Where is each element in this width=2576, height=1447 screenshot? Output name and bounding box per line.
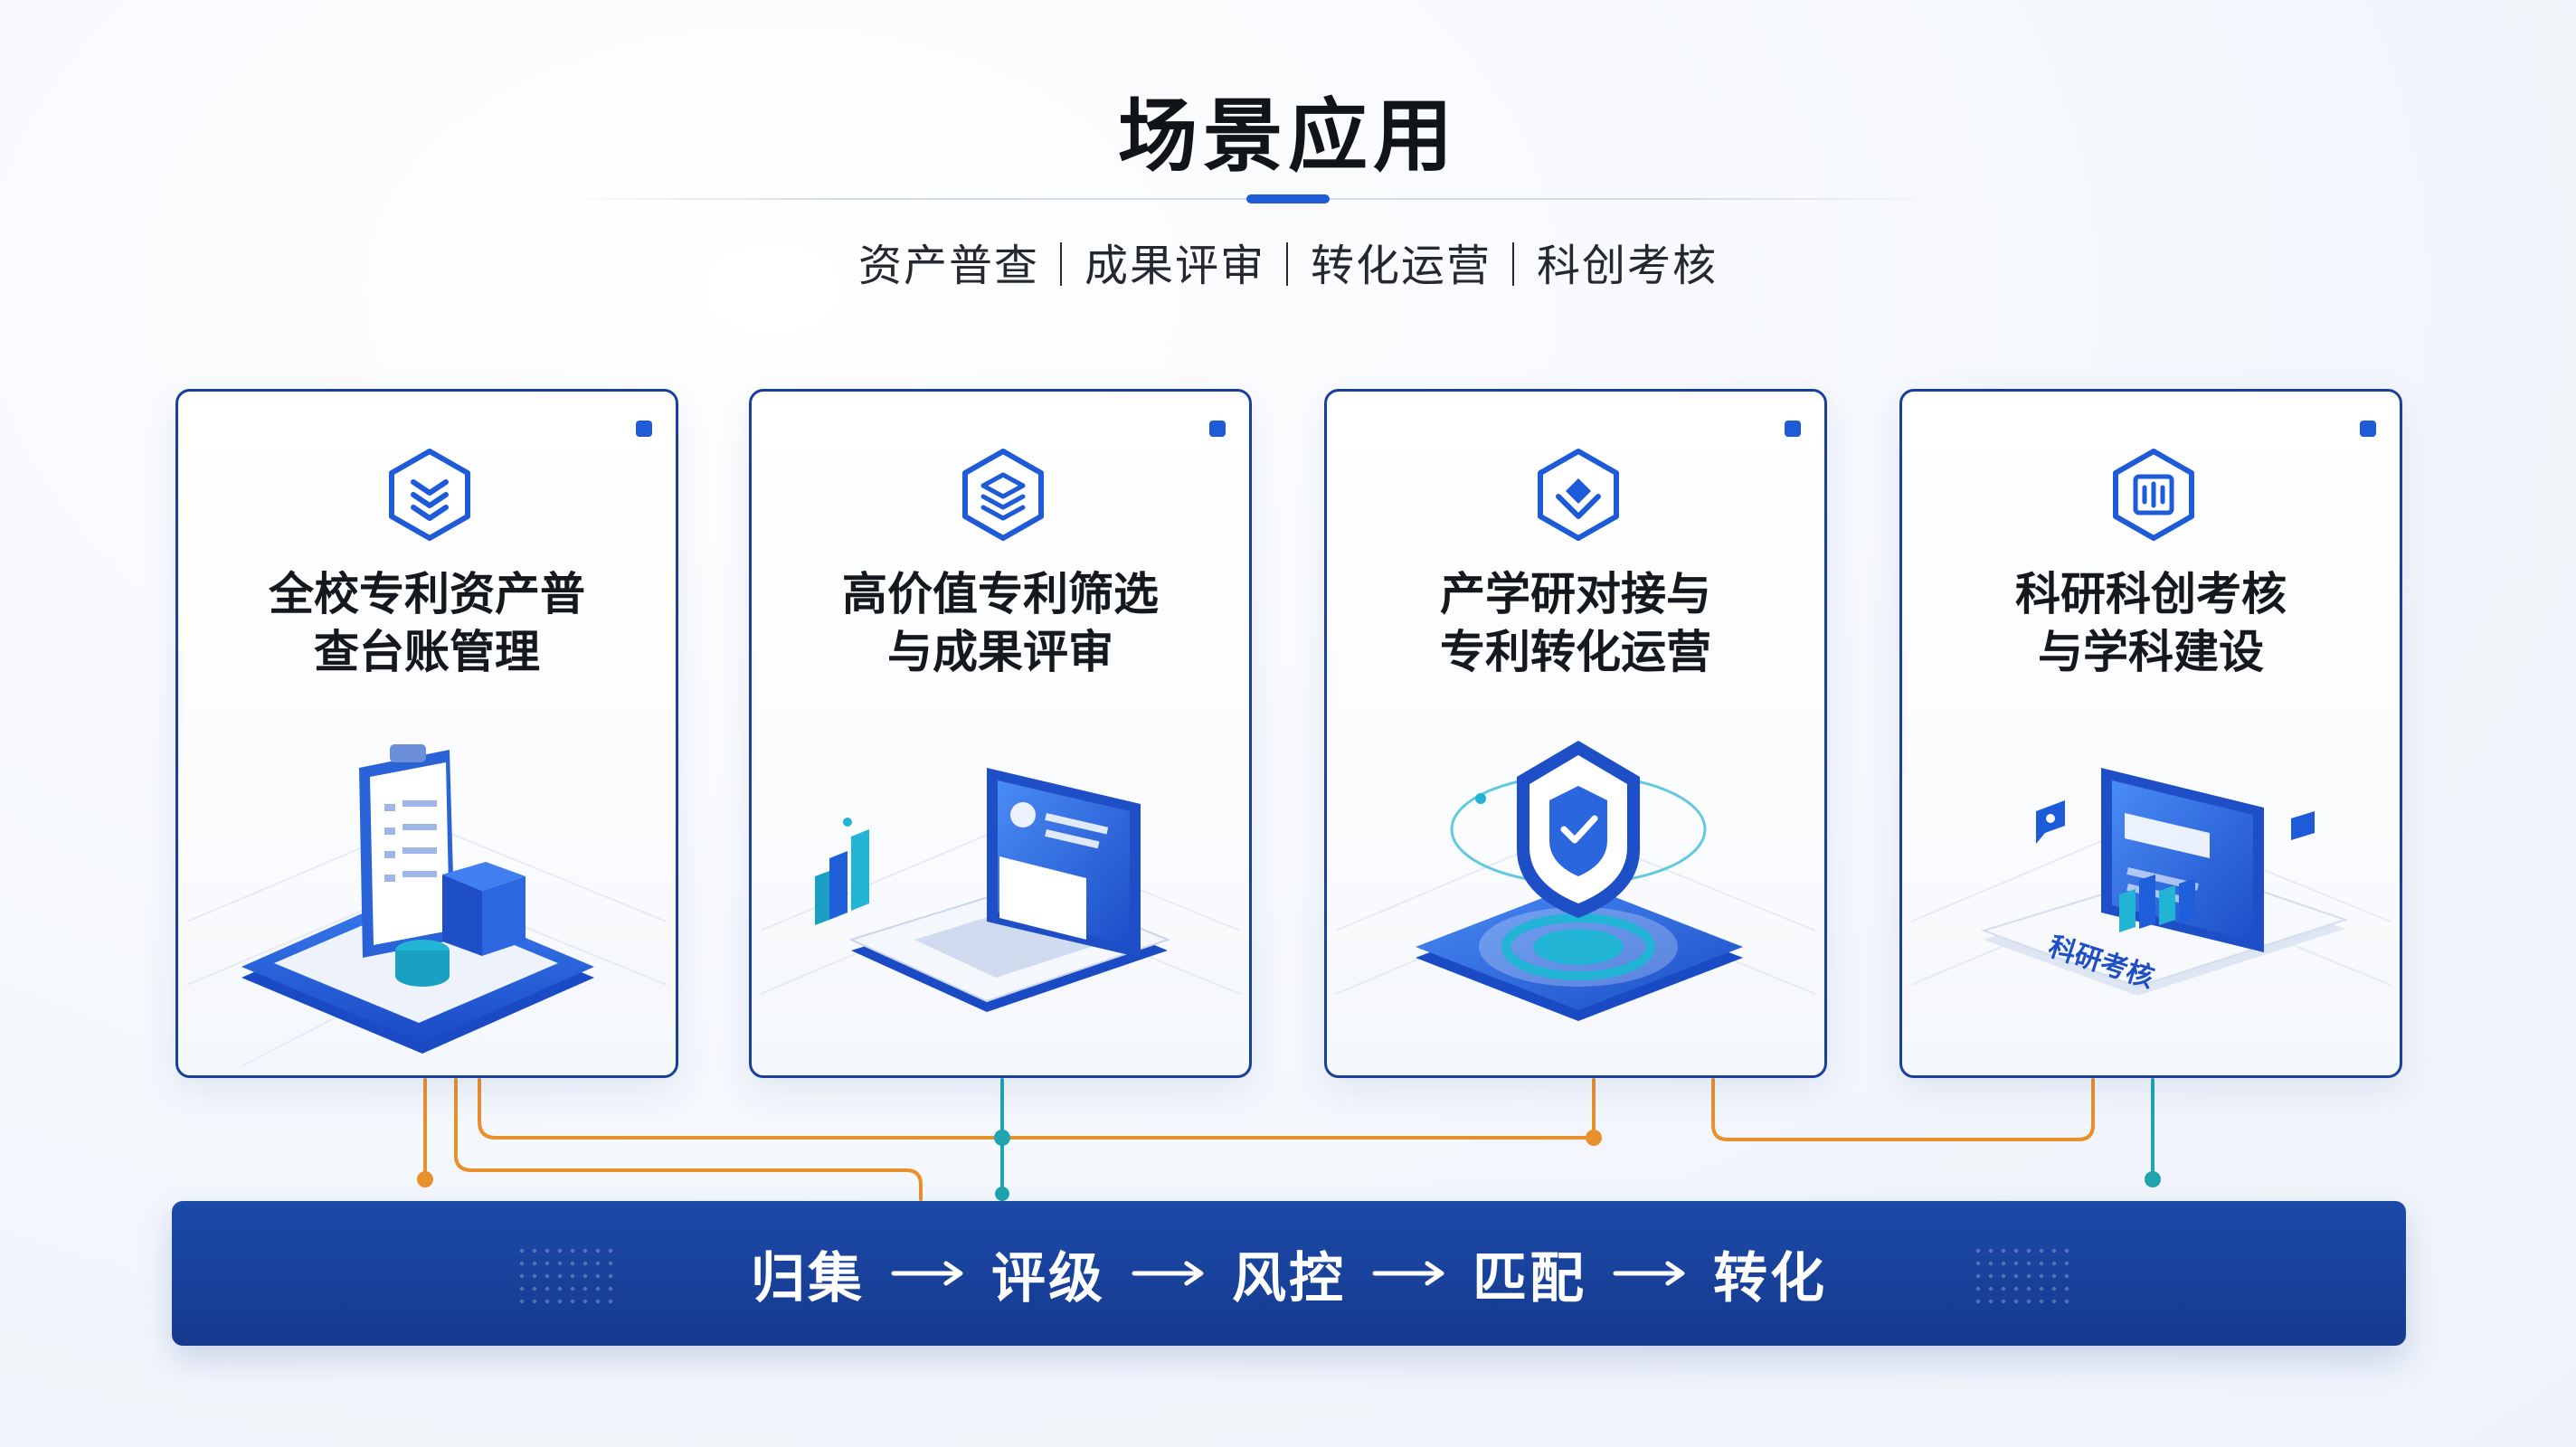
page-title: 场景应用 xyxy=(1117,90,1458,183)
layers-stack-icon xyxy=(389,449,470,541)
card-title: 高价值专利筛选 与成果评审 xyxy=(842,568,1159,678)
flow-step-match: 匹配 xyxy=(1473,1246,1586,1310)
card-corner-dot xyxy=(1209,421,1226,437)
flow-step-risk-control: 风控 xyxy=(1232,1246,1346,1310)
flow-step-collect: 归集 xyxy=(751,1246,865,1310)
card-corner-dot xyxy=(2360,421,2376,437)
connector-node xyxy=(2145,1171,2161,1187)
layers-icon xyxy=(962,449,1044,541)
document-hexagon-icon xyxy=(2113,449,2194,541)
right-arrow-icon xyxy=(1131,1260,1207,1287)
flow-step-transform: 转化 xyxy=(1713,1246,1827,1310)
scenario-card-transfer-operation[interactable]: 产学研对接与 专利转化运营 xyxy=(1324,389,1827,1078)
connector-node xyxy=(994,1130,1010,1146)
card-corner-dot xyxy=(636,421,652,437)
flow-step-rate: 评级 xyxy=(991,1246,1105,1310)
card-title: 全校专利资产普 查台账管理 xyxy=(269,568,585,678)
connector-node xyxy=(417,1171,433,1187)
decorative-dot-grid xyxy=(1972,1244,2071,1308)
decorative-dot-grid xyxy=(516,1244,615,1308)
card-title: 科研科创考核 与学科建设 xyxy=(2015,568,2287,678)
process-flow-bar: 归集 评级 风控 匹配 转化 xyxy=(172,1201,2406,1346)
card-corner-dot xyxy=(1785,421,1801,437)
monitor-assessment-illustration: 科研考核 xyxy=(1911,768,2391,996)
scenario-card-research-assessment[interactable]: 科研科创考核 与学科建设 xyxy=(1899,389,2402,1078)
right-arrow-icon xyxy=(890,1260,966,1287)
title-accent-bar xyxy=(1246,194,1330,203)
right-arrow-icon xyxy=(1612,1260,1688,1287)
page-subtitle: 资产普查｜成果评审｜转化运营｜科创考核 xyxy=(857,241,1718,291)
clipboard-database-illustration xyxy=(187,744,667,1066)
laptop-analytics-illustration xyxy=(761,768,1240,1012)
right-arrow-icon xyxy=(1371,1260,1447,1287)
scenario-card-asset-survey[interactable]: 全校专利资产普 查台账管理 xyxy=(175,389,678,1078)
connector-node xyxy=(995,1187,1009,1201)
flow-steps: 归集 评级 风控 匹配 转化 xyxy=(172,1201,2406,1346)
connector-node xyxy=(1586,1130,1602,1146)
scenario-card-patent-review[interactable]: 高价值专利筛选 与成果评审 xyxy=(749,389,1252,1078)
card-title: 产学研对接与 专利转化运营 xyxy=(1440,568,1711,678)
shield-diamond-icon xyxy=(1538,449,1619,541)
shield-platform-illustration xyxy=(1336,741,1815,1021)
